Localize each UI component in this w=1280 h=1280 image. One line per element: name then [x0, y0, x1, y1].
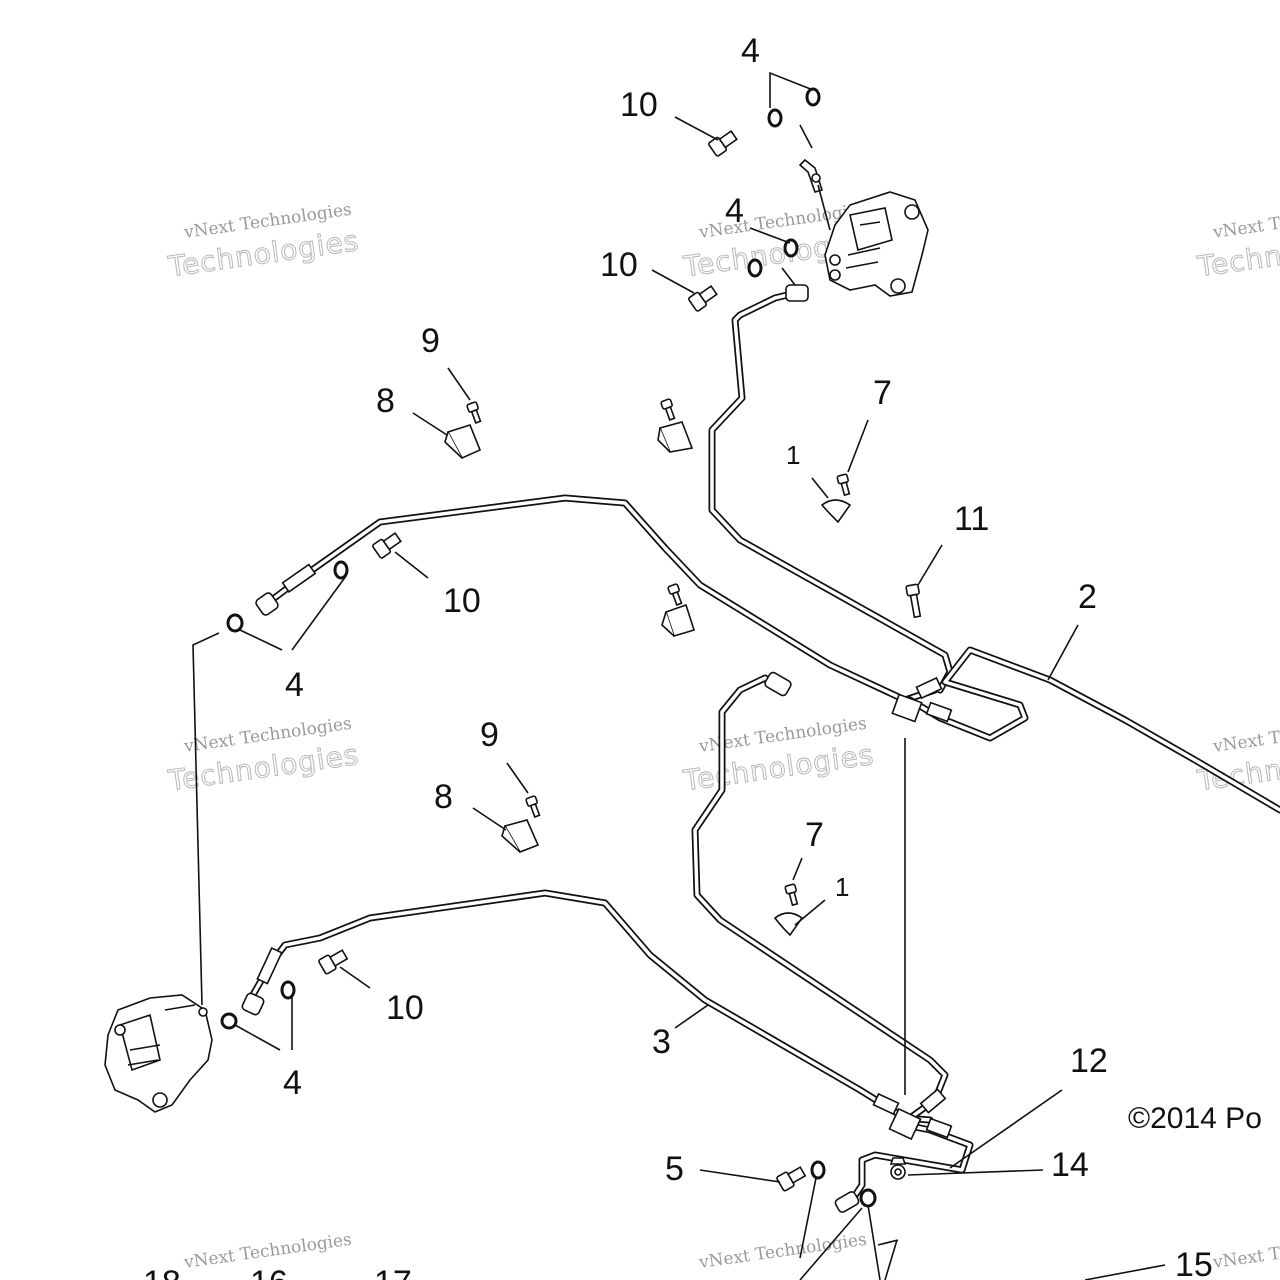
callout-16: 16 — [250, 1264, 288, 1280]
watermark-name: vNext Technologies — [1211, 714, 1280, 757]
lower-brake-tube — [246, 889, 934, 1124]
washer-bottom-2 — [859, 1188, 877, 1208]
junction-block-lower — [872, 1088, 953, 1141]
nut-14 — [889, 1157, 907, 1180]
fitting-bottom — [834, 1191, 860, 1213]
banjo-bolt-top — [708, 130, 738, 157]
callout-3: 3 — [652, 1023, 671, 1061]
screw-upper-middle — [660, 398, 676, 421]
washer-top-3 — [747, 258, 763, 278]
callout-15: 15 — [1175, 1246, 1213, 1280]
hose-fitting-upper-left — [255, 563, 317, 616]
hose-fitting-top — [785, 284, 809, 302]
banjo-bolt-top-2 — [688, 285, 718, 312]
screw-9-upper — [466, 401, 482, 424]
upper-brake-tube — [261, 494, 939, 704]
callout-18: 18 — [143, 1264, 181, 1280]
clip-1-upper — [820, 499, 852, 524]
callout-12: 12 — [1070, 1042, 1108, 1080]
washer-top-2 — [805, 87, 821, 107]
callout-17: 17 — [374, 1264, 412, 1280]
clip-8-lower — [501, 819, 540, 853]
callout-5: 5 — [665, 1150, 684, 1188]
washer-upper-left-2 — [333, 560, 349, 580]
clip-middle — [661, 603, 696, 637]
clip-1-lower — [773, 912, 804, 937]
callout-4-lower: 4 — [283, 1064, 302, 1102]
clip-8-upper — [444, 424, 482, 460]
callout-8-lower: 8 — [434, 778, 453, 816]
washer-lower-left-1 — [220, 1012, 238, 1030]
banjo-bolt-lower — [318, 949, 349, 975]
callouts: 4 10 4 10 9 8 7 1 11 2 10 4 9 8 7 1 10 4… — [143, 32, 1213, 1280]
screw-7-upper — [836, 473, 851, 497]
washer-bottom-1 — [810, 1160, 826, 1180]
callout-7-upper: 7 — [873, 374, 892, 412]
callout-1-lower: 1 — [835, 872, 849, 902]
banjo-bolt-upper — [372, 532, 402, 559]
banjo-bolt-bottom — [776, 1166, 807, 1192]
callout-4-upper: 4 — [725, 192, 744, 230]
callout-2: 2 — [1078, 578, 1097, 616]
middle-rising-tube — [691, 674, 949, 1122]
screw-7-lower — [784, 883, 799, 907]
washer-top-4 — [783, 238, 799, 258]
callout-9-lower: 9 — [480, 716, 499, 754]
callout-11: 11 — [954, 500, 989, 538]
callout-8-upper: 8 — [376, 382, 395, 420]
clip-upper-middle — [657, 421, 694, 453]
callout-10-top: 10 — [620, 86, 658, 124]
junction-block-upper — [891, 676, 953, 723]
watermark-1: vNext Technologies Technologies — [165, 200, 362, 284]
top-caliper-tube — [708, 288, 954, 694]
callout-10-upper: 10 — [600, 246, 638, 284]
callout-1-upper: 1 — [786, 440, 800, 470]
callout-14: 14 — [1051, 1146, 1089, 1184]
hose-fitting-middle — [764, 671, 792, 697]
washer-top-1 — [767, 108, 783, 128]
callout-9-upper: 9 — [421, 322, 440, 360]
screw-middle — [667, 583, 683, 606]
watermark-8: vNext Technologies — [697, 1230, 868, 1273]
bolt-11 — [905, 583, 922, 619]
watermark-name: vNext Technologies — [697, 1230, 868, 1273]
washer-lower-left-2 — [280, 980, 296, 1000]
watermark-5: vNext Technologies Technologies — [680, 714, 877, 798]
hose-fitting-lower-left — [241, 946, 283, 1016]
tube-2 — [906, 646, 1280, 814]
callout-7-lower: 7 — [805, 816, 824, 854]
lower-left-brake-caliper — [104, 994, 213, 1113]
watermark-name: vNext Technologies — [1211, 200, 1280, 243]
watermark-4: vNext Technologies Technologies — [165, 714, 362, 798]
callout-4-middle: 4 — [285, 666, 304, 704]
leader-lines — [192, 71, 1166, 1280]
callout-4-top: 4 — [741, 32, 760, 70]
washer-upper-left-1 — [226, 613, 244, 633]
watermark-name: vNext Technologies — [1211, 1230, 1280, 1273]
watermark-3: vNext Technologies Technologies — [1194, 200, 1280, 284]
callout-10-lower: 10 — [386, 989, 424, 1027]
callout-10-middle: 10 — [443, 582, 481, 620]
screw-9-lower — [525, 795, 541, 818]
top-brake-caliper — [824, 191, 929, 297]
watermark-9: vNext Technologies — [1211, 1230, 1280, 1273]
copyright-text: ©2014 Po — [1128, 1102, 1262, 1135]
bleeder-hose-top — [798, 158, 824, 193]
